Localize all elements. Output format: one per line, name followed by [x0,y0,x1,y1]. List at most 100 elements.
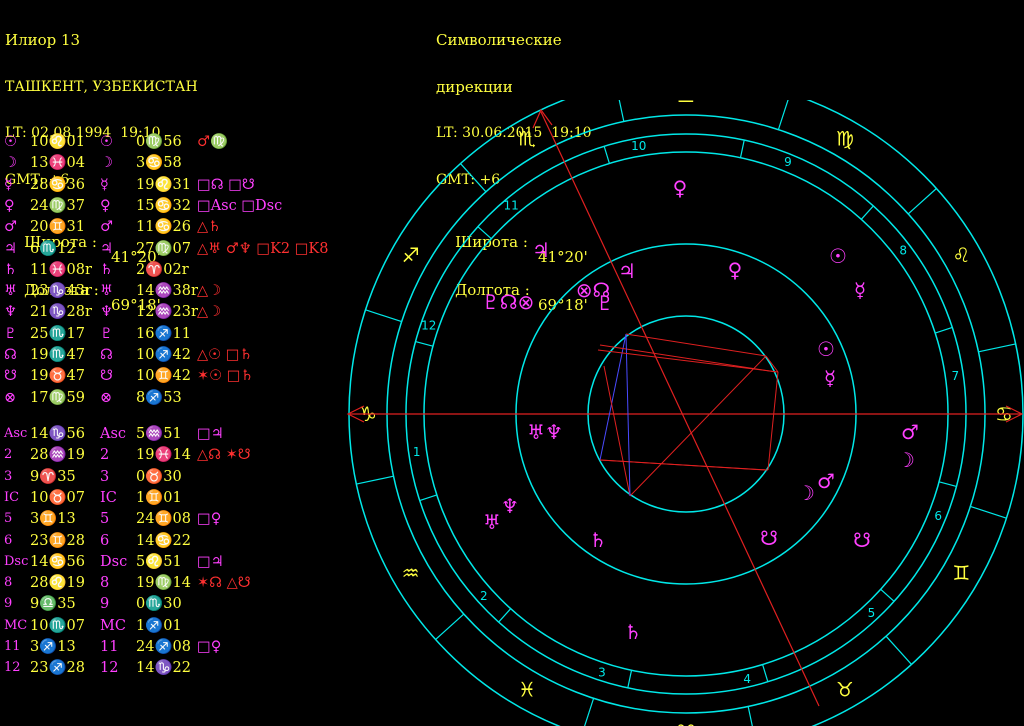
natal-planet-glyph: ♃ [4,240,17,257]
natal-house-label: MC [4,617,28,633]
natal-planet-glyph: ☽ [4,155,17,172]
aspect-list: △☉ □♄ [197,347,253,363]
chart-wheel: ♑♒♓♈♉♊♋♌♍♎♏♐123456789101112♀♃♀☉☿☉☿♂☽♂☽☋☋… [346,100,1024,726]
direction-planet-glyph: ♇ [100,325,113,342]
natal-house-label: 9 [4,596,13,612]
zodiac-sign-icon-5: ♊ [952,561,970,585]
natal-house-label: 12 [4,660,21,676]
uranus-neptune-icon: ♅♆ [527,420,563,444]
venus-2-icon: ♀ [728,258,743,282]
fortune-node-icon: ⊗☊ [576,278,611,302]
sign-divider-0 [978,343,1016,353]
natal-planet-glyph: ♅ [4,283,17,300]
aspect-line-7 [629,355,767,497]
natal-house-position: 10♉07 [30,489,85,506]
aspect-line-5 [599,344,777,373]
direction-house-position: 24♊08 [136,511,191,528]
moon-2-icon: ☽ [797,481,815,505]
direction-planet-glyph: ☿ [100,176,109,193]
direction-house-position: 19♍14 [136,575,191,592]
natal-planet-glyph: ♂ [4,219,17,236]
direction-planet-position: 8♐53 [136,389,182,406]
neptune-icon: ♆ [501,494,519,518]
house-divider-4 [762,664,769,682]
zodiac-sign-icon-1: ♒ [402,561,420,585]
direction-planet-glyph: ☉ [100,134,113,150]
house-number-11: 12 [421,318,436,332]
direction-house-position: 5♌51 [136,553,182,570]
jupiter-icon: ♃ [532,238,550,262]
uranus-icon: ♅ [483,510,501,534]
natal-planet-glyph: ☉ [4,134,17,150]
direction-lon-value: 69°18' [538,296,588,314]
mc-arrow-icon [532,108,553,129]
aspect-line-4 [599,333,627,461]
dsc-arrow-icon [1005,405,1024,423]
natal-planet-glyph: ♇ [4,325,17,342]
natal-house-label: Asc [4,426,28,441]
natal-house-position: 28♒19 [30,447,85,464]
zodiac-sign-icon-4: ♉ [836,677,854,701]
direction-planet-glyph: ♃ [100,240,113,257]
direction-house-label: Asc [100,426,127,442]
natal-planet-glyph: ☿ [4,176,13,193]
natal-planet-position: 19♉47 [30,368,85,385]
direction-house-position: 14♋22 [136,532,191,549]
direction-planet-position: 12♒23r [136,304,198,321]
sign-divider-1 [907,188,937,215]
natal-planet-glyph: ♄ [4,261,17,278]
direction-planet-glyph: ♅ [100,283,113,300]
direction-planet-glyph: ♂ [100,219,113,236]
zodiac-sign-icon-3: ♈ [677,720,695,726]
natal-house-label: 2 [4,447,13,463]
aspect-list: △☊ ✶☋ [197,447,251,464]
jupiter-2-icon: ♃ [618,259,636,283]
natal-planet-glyph: ♆ [4,304,17,321]
direction-house-position: 1♊01 [136,489,182,506]
mercury-icon: ☿ [854,278,866,302]
saturn-icon: ♄ [589,528,607,552]
house-number-8: 9 [784,155,792,169]
house-number-10: 11 [504,199,519,213]
direction-planet-position: 2♈02r [136,261,189,278]
natal-planet-position: 19♏47 [30,347,85,363]
natal-house-position: 9♈35 [30,468,76,485]
house-divider-11 [477,226,492,240]
natal-place: ТАШКЕНТ, УЗБЕКИСТАН [5,78,198,95]
house-divider-6 [938,481,957,488]
natal-lat-label: Широта : [24,232,97,251]
natal-planet-position: 25♏17 [30,325,85,342]
natal-name: Илиор 13 [5,31,81,49]
natal-planet-position: 11♓08r [30,261,92,278]
natal-planet-position: 6♏12 [30,240,76,257]
natal-header: Илиор 13 ТАШКЕНТ, УЗБЕКИСТАН LT: 02.08.1… [5,2,198,312]
aspect-line-6 [603,365,631,497]
natal-planet-position: 17♍59 [30,389,85,406]
natal-house-position: 10♏07 [30,617,85,634]
natal-house-label: Dsc [4,553,29,569]
sign-divider-6 [356,475,394,485]
natal-planet-glyph: ☊ [4,347,17,363]
house-divider-5 [880,588,895,602]
direction-planet-glyph: ♄ [100,261,113,278]
natal-house-label: IC [4,489,20,505]
aspect-list: □♀ [197,639,222,655]
natal-planet-position: 23♑43r [30,283,92,300]
direction-planet-position: 3♋58 [136,155,182,172]
direction-house-label: MC [100,617,126,634]
saturn-2-icon: ♄ [624,620,642,644]
aspect-line-8 [599,459,767,471]
natal-house-label: 6 [4,532,13,548]
aspect-list: □☊ □☋ [197,176,255,193]
house-number-2: 3 [598,666,606,680]
direction-planet-glyph: ☽ [100,155,113,172]
sun-2-icon: ☉ [817,337,835,361]
house-divider-7 [934,326,953,334]
direction-lt: LT: 30.06.2015 19:10 [436,125,592,141]
aspect-list: □Asc □Dsc [197,197,283,214]
aspect-line-2 [767,371,779,471]
sign-divider-3 [618,100,625,122]
aspect-list: □♃ [197,553,224,570]
direction-house-label: 11 [100,639,119,655]
aspect-line-10 [597,349,779,373]
